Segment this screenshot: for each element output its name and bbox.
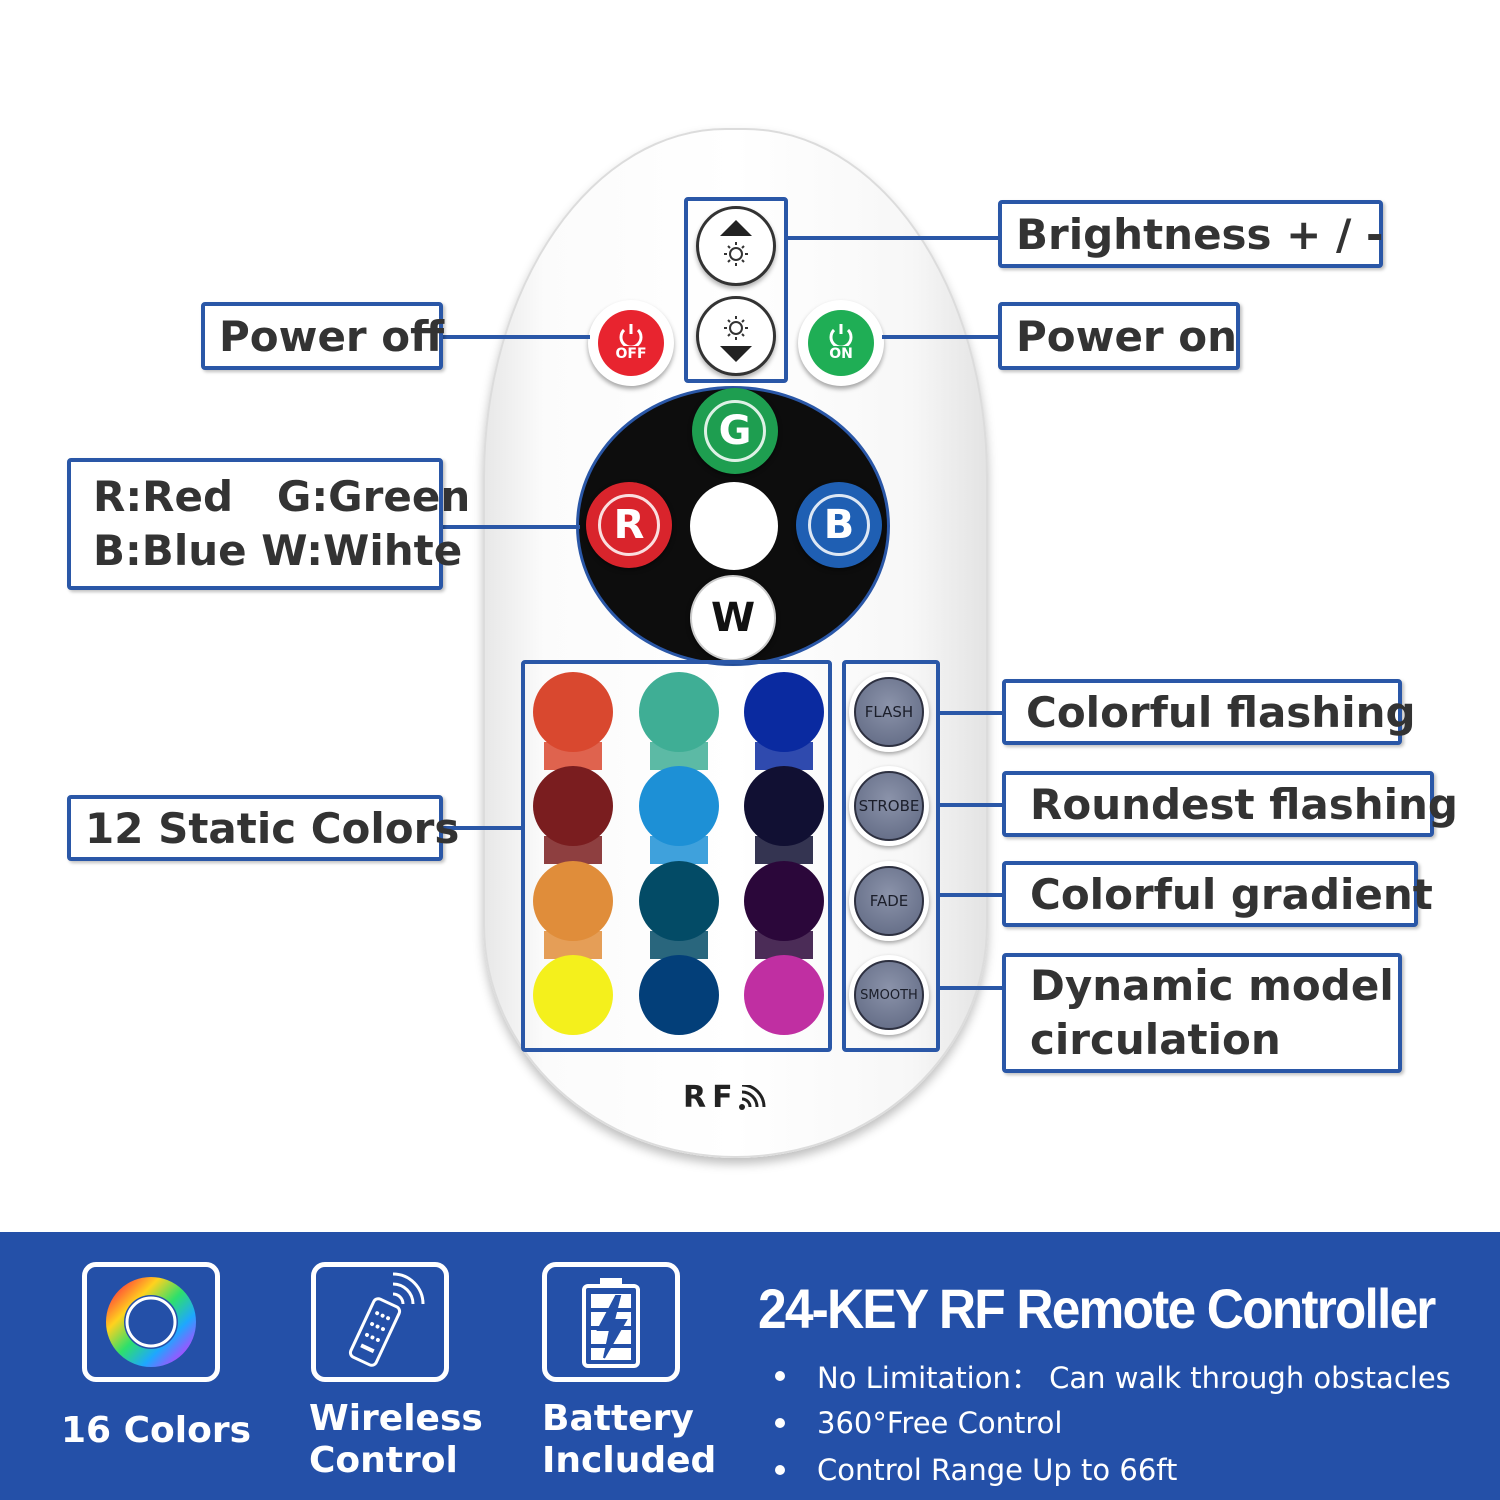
banner-title: 24-KEY RF Remote Controller <box>758 1277 1436 1340</box>
label-brightness: Brightness + / - <box>998 200 1383 268</box>
feature-colors-label: 16 Colors <box>61 1410 252 1451</box>
green-button[interactable]: G <box>692 388 778 474</box>
static-color-button[interactable] <box>533 861 613 941</box>
connector-power-off <box>440 335 590 339</box>
strobe-label: STROBE <box>858 797 920 815</box>
strobe-button[interactable]: STROBE <box>849 766 929 846</box>
feature-battery-label-2: Included <box>542 1440 717 1481</box>
feature-wireless-label-1: Wireless <box>309 1398 483 1439</box>
white-button[interactable]: W <box>690 575 776 661</box>
brightness-up-icon <box>720 220 752 266</box>
connector-power-on <box>882 335 1000 339</box>
power-on-button[interactable]: ON <box>798 300 884 386</box>
brightness-outline <box>684 197 788 383</box>
rf-text: RF <box>683 1080 739 1115</box>
static-color-button[interactable] <box>744 766 824 846</box>
feature-wireless-box <box>311 1262 449 1382</box>
power-icon <box>619 324 643 346</box>
label-smooth-line1: Dynamic model <box>1030 961 1394 1010</box>
label-smooth-line2: circulation <box>1030 1015 1281 1064</box>
rf-logo: RF <box>683 1080 767 1115</box>
label-static-colors: 12 Static Colors <box>67 795 459 861</box>
signal-icon <box>738 1084 766 1110</box>
blue-button-label: B <box>823 502 855 548</box>
bullet-dot-icon <box>775 1370 785 1381</box>
label-strobe-text: Roundest flashing <box>1030 779 1458 829</box>
brightness-down-icon <box>720 316 752 362</box>
power-icon <box>829 324 853 346</box>
white-button-label: W <box>710 595 756 641</box>
smooth-label: SMOOTH <box>860 987 918 1003</box>
white-center-button[interactable] <box>690 482 778 570</box>
remote-wireless-icon <box>348 1272 425 1367</box>
label-rgbw: R:Red G:Green B:Blue W:Wihte <box>67 458 470 590</box>
brightness-down-button[interactable] <box>696 296 776 376</box>
label-rgbw-line2: B:Blue W:Wihte <box>93 526 463 575</box>
connector-fade <box>938 893 1004 897</box>
battery-icon <box>582 1278 640 1368</box>
connector-rgbw <box>440 525 580 529</box>
power-off-button[interactable]: OFF <box>588 300 674 386</box>
brightness-up-button[interactable] <box>696 206 776 286</box>
feature-battery-box <box>542 1262 680 1382</box>
flash-label: FLASH <box>864 703 914 721</box>
bullet-text: No Limitation： Can walk through obstacle… <box>817 1360 1451 1395</box>
static-color-button[interactable] <box>639 861 719 941</box>
green-button-label: G <box>718 408 752 454</box>
blue-button[interactable]: B <box>796 482 882 568</box>
bullet-dot-icon <box>775 1417 785 1428</box>
static-color-button[interactable] <box>533 766 613 846</box>
bullet-text: Control Range Up to 66ft <box>817 1452 1178 1487</box>
power-on-ring: ON <box>808 310 874 376</box>
static-color-button[interactable] <box>639 955 719 1035</box>
bullet-item: No Limitation： Can walk through obstacle… <box>775 1352 1451 1399</box>
label-power-on-text: Power on <box>1016 311 1238 361</box>
connector-smooth <box>938 986 1004 990</box>
power-on-text: ON <box>829 346 853 362</box>
feature-bullets: No Limitation： Can walk through obstacle… <box>775 1352 1451 1493</box>
flash-button[interactable]: FLASH <box>849 672 929 752</box>
connector-flash <box>938 711 1004 715</box>
label-brightness-text: Brightness + / - <box>1016 209 1384 259</box>
static-color-button[interactable] <box>533 672 613 752</box>
label-power-off: Power off <box>201 302 445 370</box>
label-flash-text: Colorful flashing <box>1026 687 1416 737</box>
red-button[interactable]: R <box>586 482 672 568</box>
label-power-off-text: Power off <box>219 311 445 361</box>
bullet-item: 360°Free Control <box>775 1399 1451 1446</box>
static-colors-outline <box>521 660 832 1052</box>
static-color-button[interactable] <box>744 955 824 1035</box>
feature-wireless-label-2: Control <box>309 1440 458 1481</box>
label-smooth: Dynamic model circulation <box>1002 953 1402 1073</box>
red-button-label: R <box>613 502 645 548</box>
static-color-button[interactable] <box>533 955 613 1035</box>
power-off-text: OFF <box>615 346 647 362</box>
bullet-dot-icon <box>775 1464 785 1475</box>
label-rgbw-line1: R:Red G:Green <box>93 472 471 521</box>
static-color-button[interactable] <box>639 672 719 752</box>
label-strobe: Roundest flashing <box>1002 771 1458 837</box>
bullet-text: 360°Free Control <box>817 1405 1063 1440</box>
connector-static <box>440 826 524 830</box>
connector-strobe <box>938 803 1004 807</box>
static-color-button[interactable] <box>744 861 824 941</box>
label-fade-text: Colorful gradient <box>1030 869 1433 919</box>
fade-button[interactable]: FADE <box>849 861 929 941</box>
label-flash: Colorful flashing <box>1002 679 1416 745</box>
mode-buttons-outline <box>842 660 940 1052</box>
static-color-button[interactable] <box>744 672 824 752</box>
power-off-ring: OFF <box>598 310 664 376</box>
label-static-colors-text: 12 Static Colors <box>85 803 460 853</box>
color-wheel-icon <box>106 1277 196 1367</box>
label-power-on: Power on <box>998 302 1240 370</box>
static-color-button[interactable] <box>639 766 719 846</box>
feature-colors-box <box>82 1262 220 1382</box>
bullet-item: Control Range Up to 66ft <box>775 1446 1451 1493</box>
fade-label: FADE <box>869 892 909 910</box>
connector-brightness <box>786 236 1000 240</box>
label-fade: Colorful gradient <box>1002 861 1433 927</box>
feature-banner <box>0 1232 1500 1500</box>
feature-battery-label-1: Battery <box>542 1398 694 1439</box>
smooth-button[interactable]: SMOOTH <box>849 955 929 1035</box>
